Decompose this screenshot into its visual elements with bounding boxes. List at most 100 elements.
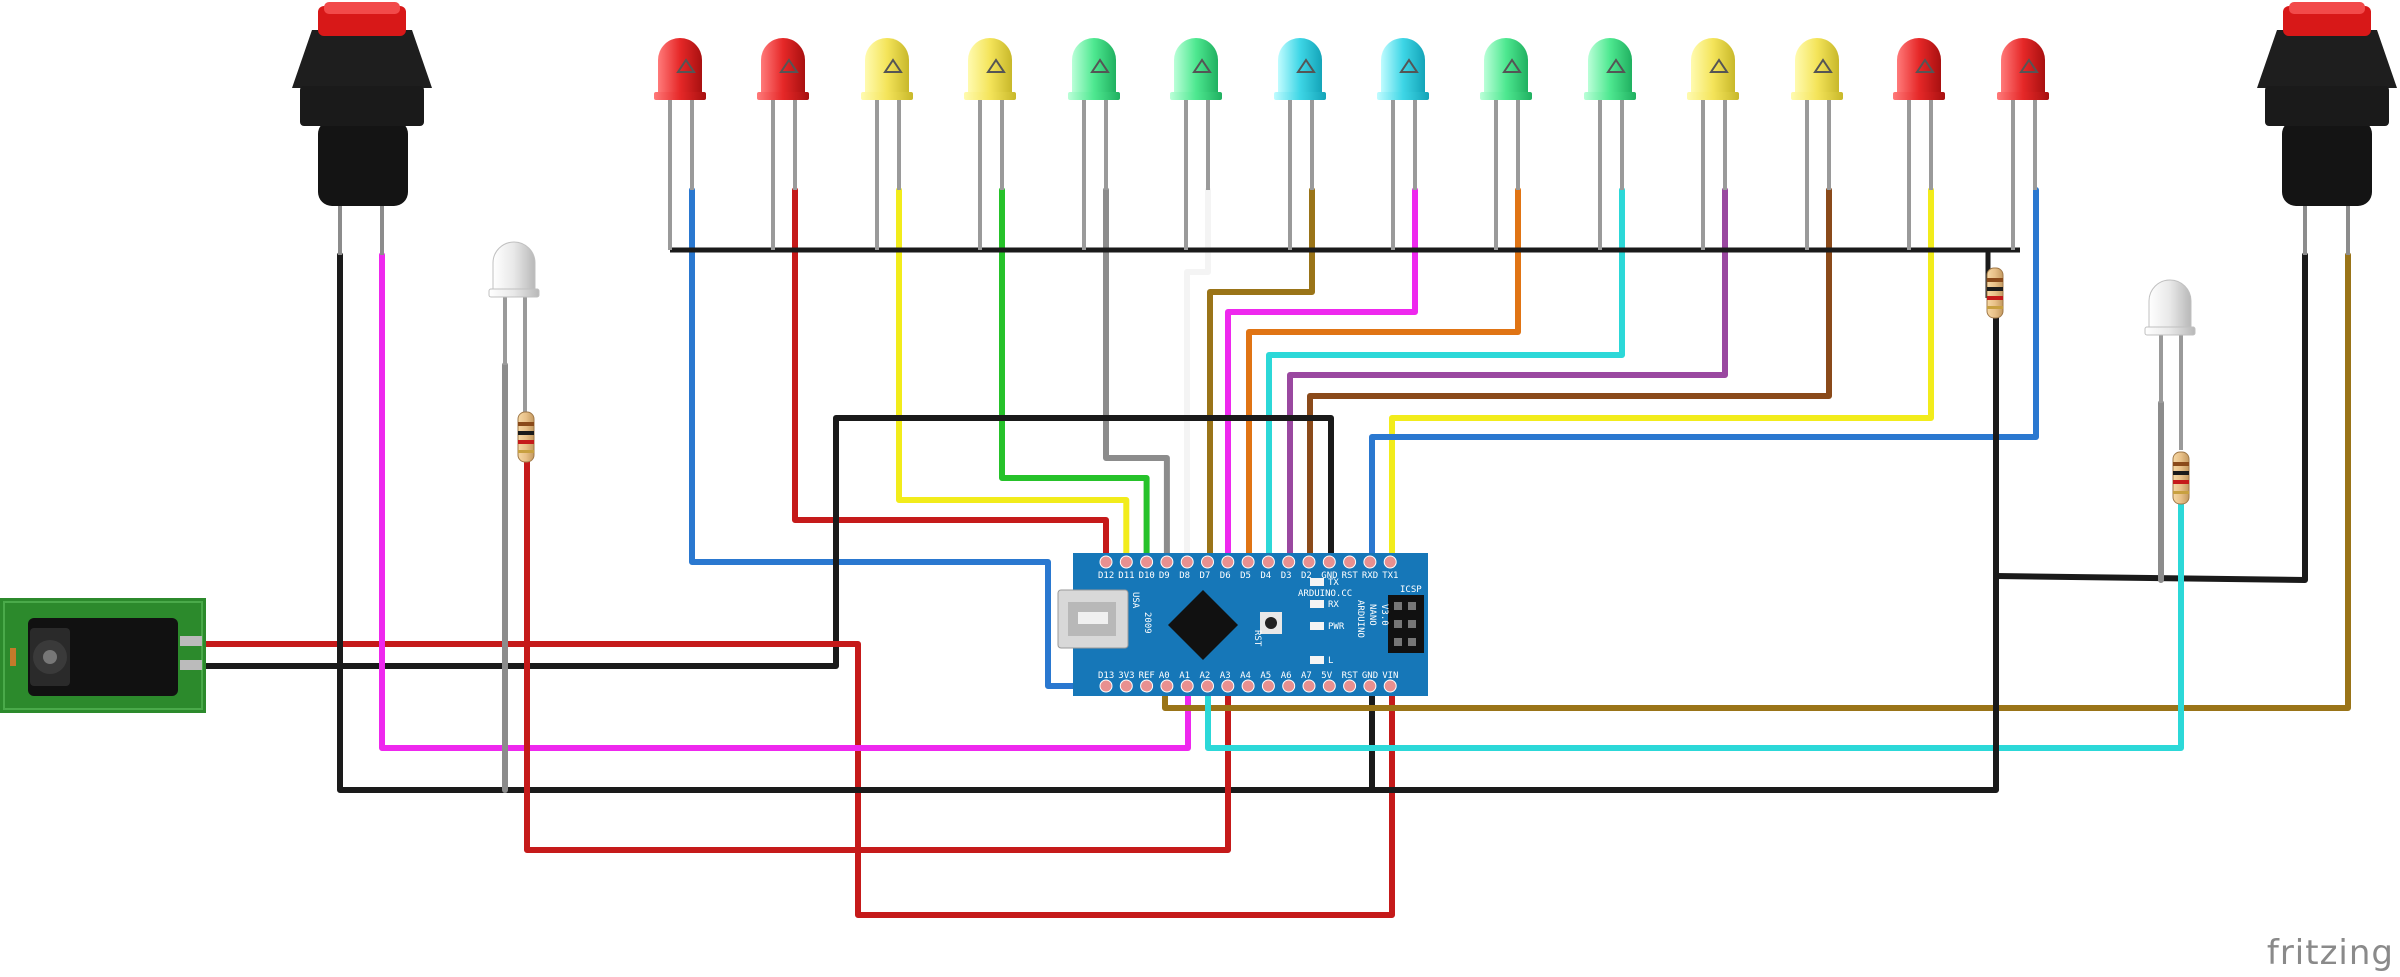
- bottom-pin-a0: [1160, 679, 1174, 693]
- bottom-pin-label-a5: A5: [1260, 671, 1271, 681]
- bottom-pin-label-a4: A4: [1240, 671, 1251, 681]
- wire-led10: [1266, 187, 1625, 565]
- bottom-pin-a4: [1241, 679, 1255, 693]
- reset-button-label: RST: [1252, 630, 1262, 647]
- wire-led14: [1369, 187, 2039, 565]
- board-led-tx: TX: [1328, 578, 1339, 588]
- led-9: [1480, 38, 1532, 250]
- board-led-rx: RX: [1328, 600, 1339, 610]
- status-led-1: [488, 241, 540, 412]
- led-10: [1584, 38, 1636, 250]
- bottom-pin-label-gnd: GND: [1362, 671, 1378, 681]
- top-pin-label-d12: D12: [1098, 571, 1114, 581]
- bottom-pin-label-a2: A2: [1200, 671, 1211, 681]
- resistor-left: [517, 411, 535, 463]
- led-row: [654, 38, 2049, 250]
- wire-led13: [1389, 187, 1934, 565]
- top-pin-rst: [1343, 555, 1357, 569]
- led-6: [1170, 38, 1222, 250]
- wire-led5: [1103, 187, 1170, 565]
- bottom-pin-rst: [1343, 679, 1357, 693]
- top-pin-gnd: [1322, 555, 1336, 569]
- bottom-pin-label-a7: A7: [1301, 671, 1312, 681]
- push-button-left: [292, 2, 432, 255]
- wire-led2: [792, 187, 1109, 565]
- board-led-pwr: PWR: [1328, 622, 1345, 632]
- wires: [199, 187, 2351, 918]
- icsp-pin: [1394, 638, 1402, 646]
- led-12: [1791, 38, 1843, 250]
- bottom-pin-d13: [1099, 679, 1113, 693]
- bottom-pin-label-a6: A6: [1281, 671, 1292, 681]
- fritzing-logo-text: fritzing: [2266, 933, 2394, 973]
- bottom-pin-5v: [1322, 679, 1336, 693]
- resistor-right: [2172, 451, 2190, 505]
- icsp-pin: [1408, 638, 1416, 646]
- icsp-pin: [1408, 620, 1416, 628]
- wire-gnd-jack: [199, 415, 1334, 669]
- bottom-pin-label-d13: D13: [1098, 671, 1114, 681]
- components: ARDUINO.CC ARDUINO NANO V3.0 ICSP RST 20…: [0, 2, 2397, 713]
- top-pin-label-d3: D3: [1281, 571, 1292, 581]
- wire-button-right-gnd: [1993, 252, 2308, 583]
- wire-ground-resistor: [1369, 315, 1999, 793]
- top-pin-d6: [1221, 555, 1235, 569]
- led-2: [757, 38, 809, 250]
- led-11: [1687, 38, 1739, 250]
- led-14: [1997, 38, 2049, 250]
- status-leds: [488, 241, 2196, 450]
- top-pin-d9: [1160, 555, 1174, 569]
- bottom-pin-gnd: [1363, 679, 1377, 693]
- led-5: [1068, 38, 1120, 250]
- icsp-pin: [1408, 602, 1416, 610]
- wire-vin-jack: [199, 641, 1395, 918]
- icsp-pin: [1394, 602, 1402, 610]
- bottom-pin-label-5v: 5V: [1321, 671, 1332, 681]
- top-pin-d7: [1201, 555, 1214, 569]
- led-4: [964, 38, 1016, 250]
- resistor-ground: [1986, 267, 2004, 319]
- icsp-pin: [1394, 620, 1402, 628]
- led-13: [1893, 38, 1945, 250]
- bottom-pin-a2: [1201, 679, 1214, 693]
- top-pin-rxd: [1363, 555, 1377, 569]
- board-year-label: 2009: [1142, 612, 1152, 634]
- top-pin-d11: [1119, 555, 1133, 569]
- wire-led12: [1307, 187, 1832, 565]
- wire-led11: [1287, 187, 1728, 565]
- top-pin-label-d7: D7: [1200, 571, 1211, 581]
- board-name-line-3: V3.0: [1379, 604, 1389, 626]
- top-pin-label-tx1: TX1: [1382, 571, 1398, 581]
- wire-led9: [1246, 187, 1521, 565]
- top-pin-label-d4: D4: [1260, 571, 1271, 581]
- led-1: [654, 38, 706, 250]
- bottom-pin-label-a3: A3: [1220, 671, 1231, 681]
- wire-button-left-a1: [379, 252, 1191, 751]
- arduino-nano: ARDUINO.CC ARDUINO NANO V3.0 ICSP RST 20…: [1057, 553, 1428, 696]
- wire-status-led-left-a3: [524, 459, 1231, 853]
- status-led-2: [2144, 279, 2196, 450]
- bottom-pin-label-ref: REF: [1139, 671, 1155, 681]
- board-maker-label: ARDUINO.CC: [1298, 589, 1352, 599]
- bottom-pin-label-vin: VIN: [1382, 671, 1398, 681]
- top-pin-label-d9: D9: [1159, 571, 1170, 581]
- bottom-pin-label-a0: A0: [1159, 671, 1170, 681]
- wire-led3: [896, 187, 1130, 565]
- top-pin-d12: [1099, 555, 1113, 569]
- bottom-pin-ref: [1140, 679, 1154, 693]
- wire-status-led-right-a2: [1205, 501, 2184, 751]
- bottom-pin-a7: [1302, 679, 1316, 693]
- wire-button-right-a0: [1162, 252, 2351, 711]
- board-led-l: L: [1328, 656, 1333, 666]
- top-pin-label-d6: D6: [1220, 571, 1231, 581]
- power-jack: [0, 598, 206, 713]
- bottom-pin-label-3v3: 3V3: [1118, 671, 1134, 681]
- board-usa-label: USA: [1130, 592, 1140, 609]
- wire-led7: [1207, 187, 1315, 565]
- led-8: [1377, 38, 1429, 250]
- bottom-pin-a5: [1261, 679, 1275, 693]
- top-pin-label-d2: D2: [1301, 571, 1312, 581]
